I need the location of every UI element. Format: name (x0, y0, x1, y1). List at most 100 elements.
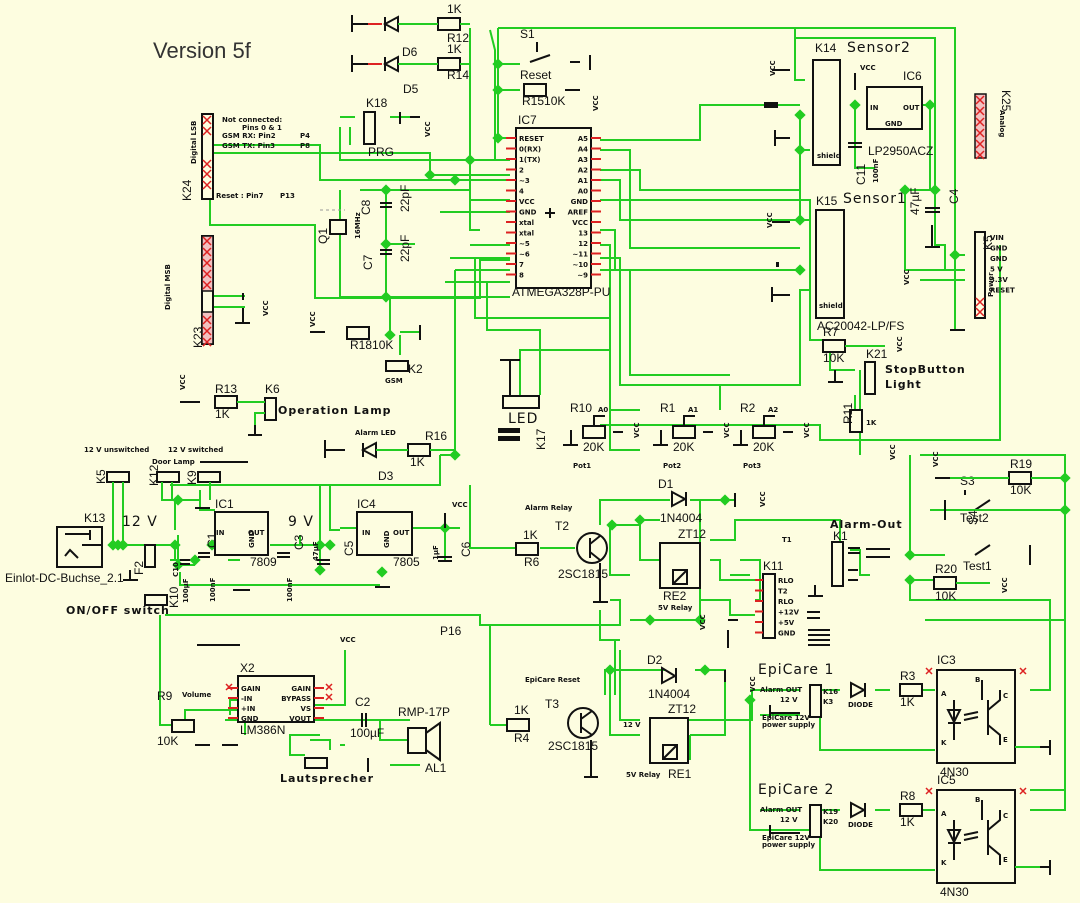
test1-switch-s4[interactable]: S4 Test1 R20 10K VCC (933, 510, 1031, 603)
svg-text:100nF: 100nF (209, 577, 217, 602)
svg-text:power supply: power supply (762, 841, 815, 849)
svg-text:K15: K15 (816, 194, 838, 208)
wire-junction (924, 99, 936, 111)
ic7-pin-label: ~11 (572, 251, 588, 259)
svg-text:10K: 10K (157, 734, 178, 748)
not-connected-mark (202, 126, 212, 136)
header-k9 (197, 471, 221, 483)
svg-text:shield: shield (817, 152, 841, 160)
svg-text:4N30: 4N30 (940, 765, 969, 779)
svg-text:VCC: VCC (179, 374, 187, 390)
ic7-pin-label: ~6 (519, 251, 530, 259)
ic7-pin-label: A1 (578, 177, 588, 185)
svg-text:GND: GND (248, 530, 256, 548)
not-connected-mark (202, 247, 212, 257)
operation-lamp-circuit: VCC R13 1K K6 Operation Lamp (179, 374, 391, 436)
ic7-pin-label: A2 (578, 167, 588, 175)
svg-text:100nF: 100nF (286, 577, 294, 602)
test2-switch-s3[interactable]: VCC S3 Test2 R19 10K (932, 451, 1065, 525)
svg-text:Volume: Volume (182, 691, 212, 699)
svg-text:VCC: VCC (452, 501, 468, 509)
led-d6-circuit: D6 1K R12 (351, 2, 470, 59)
ic7-pin-label: A5 (578, 135, 588, 143)
header-k12 (156, 471, 180, 483)
wire-junction (380, 291, 392, 303)
svg-text:VCC: VCC (340, 636, 356, 644)
svg-text:C: C (1003, 692, 1008, 700)
ic7-pin-label: GND (571, 198, 589, 206)
svg-text:Door Lamp: Door Lamp (152, 458, 195, 466)
svg-text:LP2950ACZ: LP2950ACZ (868, 144, 933, 158)
svg-text:K1: K1 (833, 529, 848, 543)
svg-text:K17: K17 (534, 428, 548, 450)
svg-text:GSM RX: Pin2: GSM RX: Pin2 (222, 132, 276, 140)
resistor-r11: R11 1K VCC (841, 403, 897, 460)
epicare-connector (809, 684, 822, 718)
svg-text:C2: C2 (355, 695, 371, 709)
svg-text:VCC: VCC (860, 64, 876, 72)
svg-text:C8: C8 (359, 199, 373, 215)
speaker-al1: RMP-17P AL1 (367, 705, 450, 775)
svg-text:K: K (941, 859, 947, 867)
wire-junction (899, 184, 911, 196)
svg-text:VCC: VCC (766, 212, 774, 228)
svg-text:Pot3: Pot3 (743, 462, 761, 470)
wire-junction (189, 554, 201, 566)
reset-switch-s1[interactable]: S1 Reset (520, 27, 591, 82)
svg-text:DIODE: DIODE (848, 821, 873, 829)
wire-junction (376, 566, 388, 578)
svg-text:A2: A2 (768, 406, 778, 414)
power-input-headers: 12 V unswitched 12 V switched Door Lamp … (84, 446, 248, 545)
volume-pot-r9[interactable]: R9 Volume 10K (157, 689, 238, 748)
svg-text:Sensor2: Sensor2 (847, 40, 911, 56)
svg-text:47µF: 47µF (908, 187, 922, 215)
svg-text:StopButton: StopButton (885, 363, 966, 376)
not-connected-mark (202, 236, 212, 246)
wire-junction (904, 574, 916, 586)
wire-junction (172, 559, 184, 571)
svg-text:K6: K6 (265, 382, 280, 396)
svg-text:2SC1815: 2SC1815 (558, 567, 608, 581)
svg-text:OUT: OUT (248, 529, 265, 537)
wire-junction (634, 514, 646, 526)
onoff-switch-k10[interactable]: K10 ON/OFF switch (66, 586, 181, 617)
capacitor-c4: C4 47µF (908, 187, 961, 248)
wire-junction (699, 664, 711, 676)
svg-text:EpiCare Reset: EpiCare Reset (525, 676, 581, 684)
k5-pin-label: 3.3V (990, 276, 1008, 284)
not-connected-mark (202, 337, 212, 347)
ic4-7805-regulator: IC4 IN OUT GND 7805 VCC C6 1µF (356, 497, 473, 588)
svg-text:1K: 1K (447, 2, 462, 16)
k15-sensor1-connector: K15 Sensor1 shield AC20042-LP/FS VCC (766, 191, 906, 333)
svg-text:shield: shield (819, 302, 843, 310)
svg-text:VCC: VCC (903, 269, 911, 285)
wire-junction (492, 132, 504, 144)
svg-text:P13: P13 (280, 192, 295, 200)
svg-text:12 V: 12 V (780, 816, 798, 824)
wire-junction (604, 664, 616, 676)
wire-junction (314, 564, 326, 576)
resistor-r20 (933, 576, 957, 590)
svg-text:K12: K12 (147, 464, 161, 486)
k11-pin-label: GND (778, 630, 796, 638)
svg-text:10K: 10K (935, 589, 956, 603)
k11-pin-label: T2 (778, 588, 788, 596)
svg-text:R3: R3 (900, 669, 916, 683)
dc-jack-k13[interactable]: K13 Einlot-DC-Buchse_2.1 (5, 511, 124, 585)
svg-text:GND: GND (885, 120, 903, 128)
k2-gsm-header: K2 GSM (385, 325, 423, 385)
wire-junction (169, 539, 181, 551)
ic7-pin-label: 0(RX) (519, 146, 541, 154)
svg-text:AC20042-LP/FS: AC20042-LP/FS (817, 319, 904, 333)
svg-text:K3: K3 (823, 698, 833, 706)
diode-d1: D1 1N4004 VCC (658, 477, 767, 525)
svg-text:IC1: IC1 (215, 497, 234, 511)
svg-text:D3: D3 (378, 469, 394, 483)
wire-junction (849, 99, 861, 111)
svg-text:2SC1815: 2SC1815 (548, 739, 598, 753)
wire-junction (694, 614, 706, 626)
